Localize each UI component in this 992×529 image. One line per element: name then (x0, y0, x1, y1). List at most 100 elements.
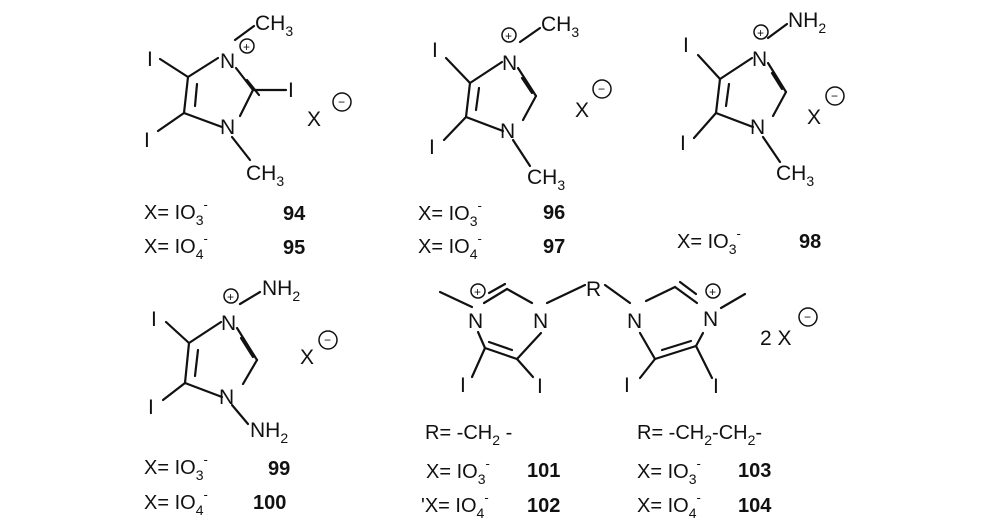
label-100: X= IO4- 100 (144, 487, 286, 518)
iodine-atom: I (537, 375, 543, 398)
negative-charge-icon (592, 79, 612, 99)
nitrogen-atom: N (533, 310, 548, 333)
nitrogen-atom: N (220, 50, 235, 73)
label-103: X= IO3- 103 (637, 456, 771, 487)
positive-charge-icon (223, 288, 239, 304)
nitrogen-atom: N (219, 386, 234, 409)
anion-label: X= IO4- (637, 490, 701, 521)
negative-charge-icon (798, 307, 818, 327)
positive-charge-icon (501, 27, 517, 43)
iodine-atom: I (151, 308, 157, 331)
iodine-atom: I (288, 79, 294, 102)
minus-sign: − (804, 310, 811, 324)
compound-number: 96 (543, 202, 565, 224)
methyl-group: CH3 (246, 162, 284, 189)
linker-formula: R= -CH2-CH2- (637, 422, 762, 448)
iodine-atom: I (147, 48, 153, 71)
label-98: X= IO3- 98 (677, 226, 821, 257)
amino-group: NH2 (250, 419, 288, 446)
plus-sign: + (474, 285, 481, 299)
structure-98: I I N N + NH2 CH3 X − (680, 9, 845, 189)
positive-charge-icon (239, 38, 255, 54)
positive-charge-icon (470, 283, 486, 299)
iodine-atom: I (680, 132, 686, 155)
counter-anion: X (575, 99, 589, 122)
plus-sign: + (709, 285, 716, 299)
label-97: X= IO4- 97 (418, 231, 565, 262)
nitrogen-atom: N (468, 310, 483, 333)
anion-label: X= IO3- (426, 456, 490, 487)
methyl-group: CH3 (541, 13, 579, 40)
minus-sign: − (324, 333, 331, 347)
plus-sign: + (243, 40, 250, 54)
counter-anion: X (300, 346, 314, 369)
iodine-atom: I (460, 374, 466, 397)
iodine-atom: I (713, 375, 719, 398)
compound-number: 101 (527, 460, 560, 482)
label-94: X= IO3- 94 (144, 197, 306, 228)
minus-sign: − (831, 89, 838, 103)
minus-sign: − (338, 95, 345, 109)
compound-number: 94 (283, 203, 306, 225)
positive-charge-icon (753, 24, 769, 40)
iodine-atom: I (683, 34, 689, 57)
label-99: X= IO3- 99 (144, 452, 290, 483)
anion-label: X= IO4- (144, 487, 208, 518)
nitrogen-atom: N (703, 308, 718, 331)
iodine-atom: I (429, 136, 435, 159)
positive-charge-icon (705, 283, 721, 299)
amino-group: NH2 (788, 9, 826, 36)
compound-number: 104 (738, 495, 772, 517)
nitrogen-atom: N (627, 310, 642, 333)
structure-99-100: I I N N + NH2 NH2 X − (148, 277, 338, 446)
nitrogen-atom: N (221, 312, 236, 335)
counter-anion-double: 2 X (760, 327, 792, 350)
iodine-atom: I (624, 374, 630, 397)
counter-anion: X (807, 106, 821, 129)
anion-label: X= IO3- (637, 456, 701, 487)
compound-number: 97 (543, 236, 565, 258)
methyl-group: CH3 (776, 162, 814, 189)
nitrogen-atom: N (220, 116, 235, 139)
compound-number: 100 (253, 492, 286, 514)
structure-96-97: I I N N + CH3 CH3 X − (429, 13, 612, 193)
compound-number: 95 (283, 237, 305, 259)
linker-label-101: R= -CH2 - (425, 422, 512, 448)
iodine-atom: I (144, 129, 150, 152)
anion-label: X= IO4- (144, 231, 208, 262)
anion-label: X= IO3- (677, 226, 741, 257)
nitrogen-atom: N (502, 52, 517, 75)
anion-label: X= IO3- (144, 452, 208, 483)
plus-sign: + (227, 290, 234, 304)
compound-number: 102 (527, 495, 560, 517)
label-104: X= IO4- 104 (637, 490, 772, 521)
compound-number: 99 (268, 458, 290, 480)
iodine-atom: I (432, 39, 438, 62)
linker-label-103: R= -CH2-CH2- (637, 422, 762, 448)
anion-label: X= IO3- (418, 198, 482, 229)
linker-r-label: R (586, 278, 601, 301)
anion-label: X= IO4- (418, 231, 482, 262)
compound-number: 98 (799, 231, 821, 253)
negative-charge-icon (332, 92, 352, 112)
nitrogen-atom: N (750, 116, 765, 139)
negative-charge-icon (318, 330, 338, 350)
anion-label: 'X= IO4- (421, 490, 489, 521)
counter-anion: X (307, 108, 321, 131)
label-101: X= IO3- 101 (426, 456, 560, 487)
nitrogen-atom: N (500, 120, 515, 143)
label-102: 'X= IO4- 102 (421, 490, 560, 521)
nitrogen-atom: N (752, 48, 767, 71)
plus-sign: + (757, 26, 764, 40)
amino-group: NH2 (262, 277, 300, 304)
label-95: X= IO4- 95 (144, 231, 305, 262)
structure-94-95: I I I N N + CH3 CH3 X − (144, 12, 352, 189)
plus-sign: + (505, 29, 512, 43)
negative-charge-icon (825, 86, 845, 106)
linker-formula: R= -CH2 - (425, 422, 512, 448)
compound-number: 103 (738, 460, 771, 482)
label-96: X= IO3- 96 (418, 198, 565, 229)
minus-sign: − (598, 82, 605, 96)
iodine-atom: I (148, 396, 154, 419)
